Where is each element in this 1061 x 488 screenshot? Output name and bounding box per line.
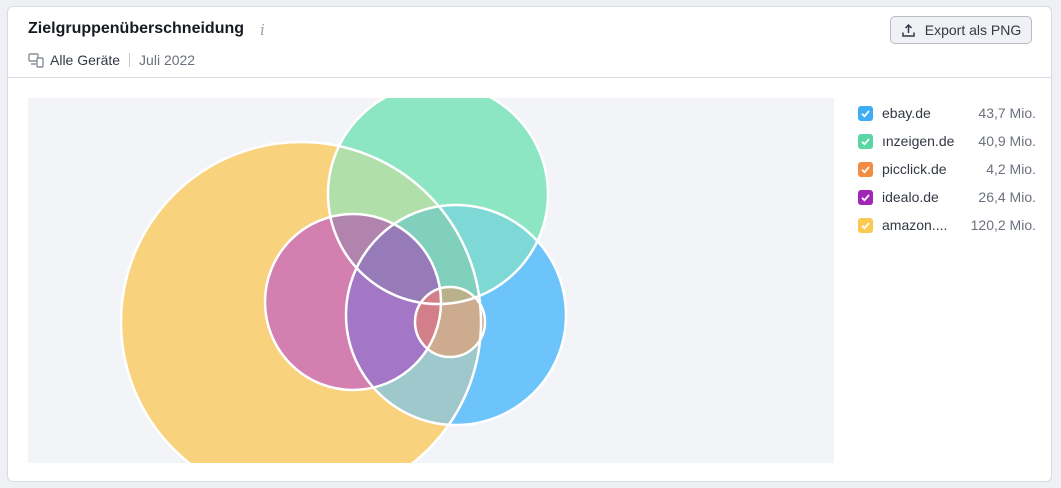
checkbox-idealo[interactable]: [858, 189, 873, 205]
legend-value: 26,4 Mio.: [978, 189, 1036, 205]
export-button-label: Export als PNG: [924, 22, 1022, 38]
venn-idealo-outline: [263, 212, 443, 392]
check-icon: [861, 109, 870, 118]
legend-name: picclick.de: [882, 161, 947, 177]
legend-name: ebay.de: [882, 105, 931, 121]
venn-kleinanzeigen-outline: [326, 98, 550, 306]
card-title: Zielgruppenüberschneidung: [28, 20, 245, 37]
checkbox-ebay[interactable]: [858, 105, 873, 121]
check-icon: [861, 221, 870, 230]
legend-value: 43,7 Mio.: [978, 105, 1036, 121]
legend-value: 40,9 Mio.: [978, 133, 1036, 149]
venn-ebay-outline: [344, 203, 568, 427]
date-label: Juli 2022: [139, 52, 196, 68]
legend-name: idealo.de: [882, 189, 939, 205]
legend: ebay.de 43,7 Mio. ınzeigen.de 40,9 Mio. …: [858, 99, 1036, 239]
export-png-button[interactable]: Export als PNG: [890, 16, 1032, 44]
legend-name: amazon....: [882, 217, 948, 233]
device-label: Alle Geräte: [50, 52, 121, 68]
checkbox-kleinanzeigen[interactable]: [858, 133, 873, 149]
upload-icon: [902, 23, 915, 37]
checkbox-amazon[interactable]: [858, 217, 873, 233]
legend-item-kleinanzeigen[interactable]: ınzeigen.de 40,9 Mio.: [858, 127, 1036, 155]
info-icon[interactable]: i: [260, 21, 265, 39]
venn-picclick-outline: [413, 285, 487, 359]
venn-amazon-outline: [119, 140, 483, 463]
legend-name: ınzeigen.de: [882, 133, 954, 149]
filter-summary: Alle Geräte Juli 2022: [28, 51, 195, 69]
header-divider: [8, 77, 1051, 78]
legend-value: 120,2 Mio.: [970, 217, 1036, 233]
check-icon: [861, 193, 870, 202]
venn-svg: [119, 98, 568, 463]
legend-value: 4,2 Mio.: [986, 161, 1036, 177]
checkbox-picclick[interactable]: [858, 161, 873, 177]
devices-icon: [28, 53, 44, 68]
check-icon: [861, 137, 870, 146]
divider: [129, 53, 131, 67]
legend-item-picclick[interactable]: picclick.de 4,2 Mio.: [858, 155, 1036, 183]
legend-item-amazon[interactable]: amazon.... 120,2 Mio.: [858, 211, 1036, 239]
venn-diagram: [28, 98, 834, 463]
check-icon: [861, 165, 870, 174]
legend-item-ebay[interactable]: ebay.de 43,7 Mio.: [858, 99, 1036, 127]
audience-overlap-card: Zielgruppenüberschneidung i Alle Geräte …: [7, 6, 1052, 482]
legend-item-idealo[interactable]: idealo.de 26,4 Mio.: [858, 183, 1036, 211]
